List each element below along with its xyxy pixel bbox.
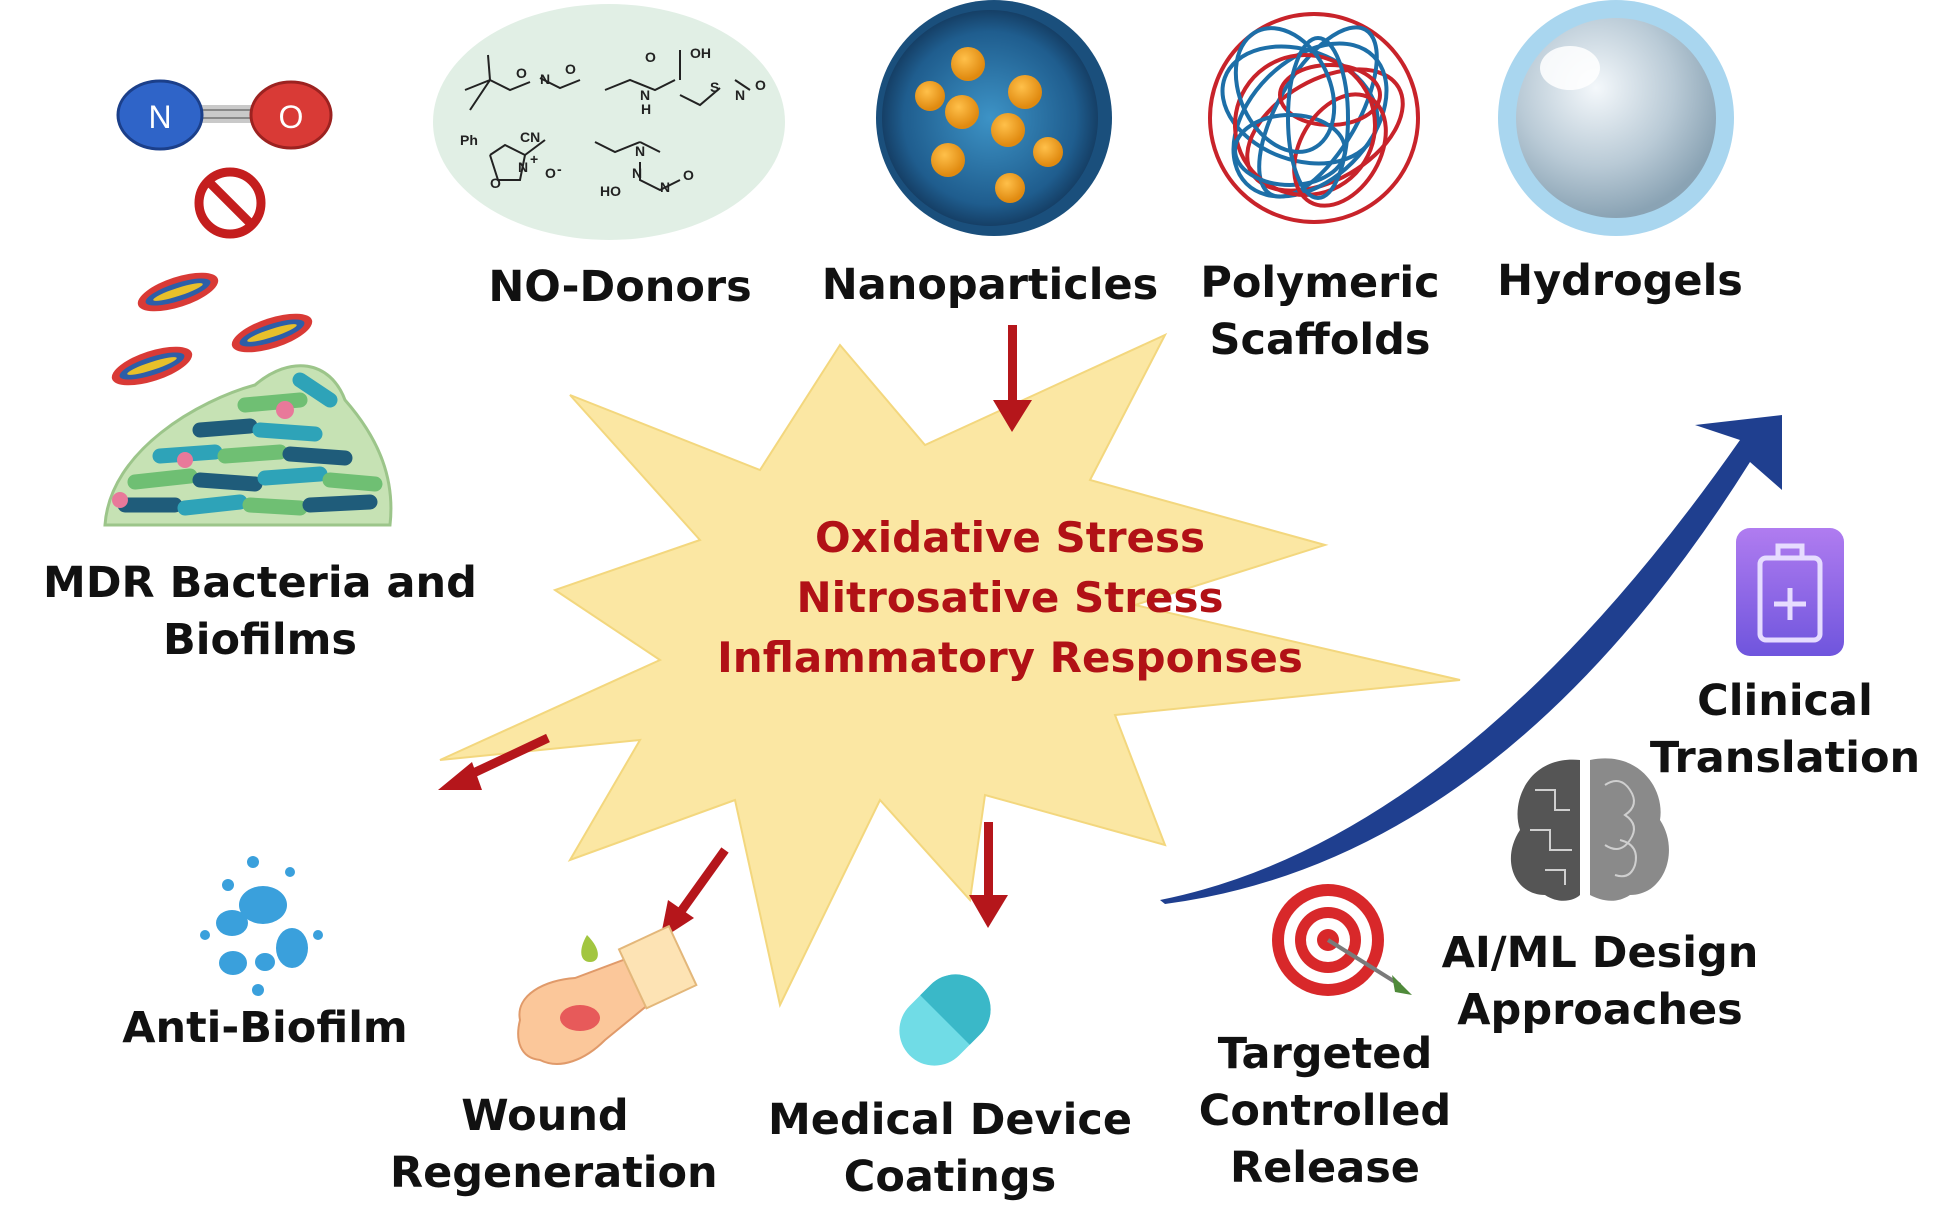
clinical-line: Clinical [1697,676,1873,726]
ai-ml-line: AI/ML Design [1441,928,1759,978]
capsule-icon [899,974,991,1066]
donor-atom: O [755,77,766,93]
nanoparticles-label: Nanoparticles [821,260,1159,310]
donor-atom: N [635,143,645,159]
donor-atom: O [516,65,527,81]
donor-atom: S [710,79,719,95]
inflammatory-responses-label: Inflammatory Responses [717,633,1303,682]
donor-atom: O [565,61,576,77]
oxidative-stress-label: Oxidative Stress [814,513,1206,562]
clinical-translation-label: Clinical Translation [1640,673,1930,787]
donor-atom: N [632,165,642,181]
wound-line: Wound [461,1091,629,1141]
donor-atom: O [645,49,656,65]
mdr-line: MDR Bacteria and [43,558,477,608]
targeted-line: Targeted [1217,1029,1433,1079]
donor-atom: O [545,165,556,181]
o-atom-label: O [279,99,304,135]
medical-device-line: Medical Device [768,1095,1132,1145]
donor-atom: Ph [460,132,478,148]
hand-icon [517,924,698,1065]
nitric-oxide-molecule-icon: N O [116,79,333,151]
hydrogels-label: Hydrogels [1497,256,1743,306]
ai-ml-design-label: AI/ML Design Approaches [1430,925,1770,1039]
target-icon [1272,884,1412,996]
donor-atom: + [530,151,538,167]
polymeric-line: Polymeric [1200,258,1440,308]
arrow-down-from-nanoparticles [993,325,1032,432]
donor-atom: OH [690,45,711,61]
translation-line: Translation [1649,733,1921,783]
nitrosative-stress-label: Nitrosative Stress [796,573,1224,622]
hydrogel-sphere-icon [1498,0,1734,236]
no-donors-label: NO-Donors [488,262,752,312]
donor-atom: N [540,71,550,87]
medical-device-coatings-label: Medical Device Coatings [760,1092,1140,1206]
burst-shape [439,332,1461,1009]
nanoparticle-icon [876,0,1112,236]
polymer-scaffold-icon [1208,12,1420,224]
scaffolds-line: Scaffolds [1209,315,1431,365]
donor-atom: O [683,167,694,183]
n-atom-label: N [148,99,171,135]
arrow-to-anti-biofilm [438,733,550,790]
donor-atom: N [518,159,528,175]
release-line: Release [1230,1143,1420,1193]
biofilms-line: Biofilms [162,615,358,665]
donor-atom: N [660,179,670,195]
approaches-line: Approaches [1457,985,1743,1035]
bacteria-icon [111,272,313,386]
controlled-line: Controlled [1198,1086,1452,1136]
targeted-release-label: Targeted Controlled Release [1180,1026,1470,1197]
center-stress-text: Oxidative Stress Nitrosative Stress Infl… [700,508,1320,688]
brain-icon [1510,758,1669,901]
donor-atom: CN [520,129,540,145]
battery-icon [1736,528,1844,656]
donor-atom: O [490,175,501,191]
droplets-icon [200,856,323,996]
donor-atom: N [735,87,745,103]
mdr-bacteria-label: MDR Bacteria and Biofilms [40,555,480,669]
arrow-to-medical-device [969,822,1008,928]
coatings-line: Coatings [843,1152,1057,1202]
donor-atom: H [641,101,651,117]
donor-atom: - [557,161,562,177]
wound-regeneration-label: Wound Regeneration [390,1088,718,1202]
donor-atom: HO [600,183,621,199]
chemical-structures-icon: O N O OH O N H S N O Ph CN O N + O - N H… [433,4,785,240]
biofilm-icon [103,364,393,527]
regeneration-line: Regeneration [390,1148,718,1198]
donor-atom: N [640,87,650,103]
anti-biofilm-label: Anti-Biofilm [122,1003,408,1053]
no-symbol-icon [194,167,266,239]
polymeric-scaffolds-label: Polymeric Scaffolds [1180,255,1460,369]
